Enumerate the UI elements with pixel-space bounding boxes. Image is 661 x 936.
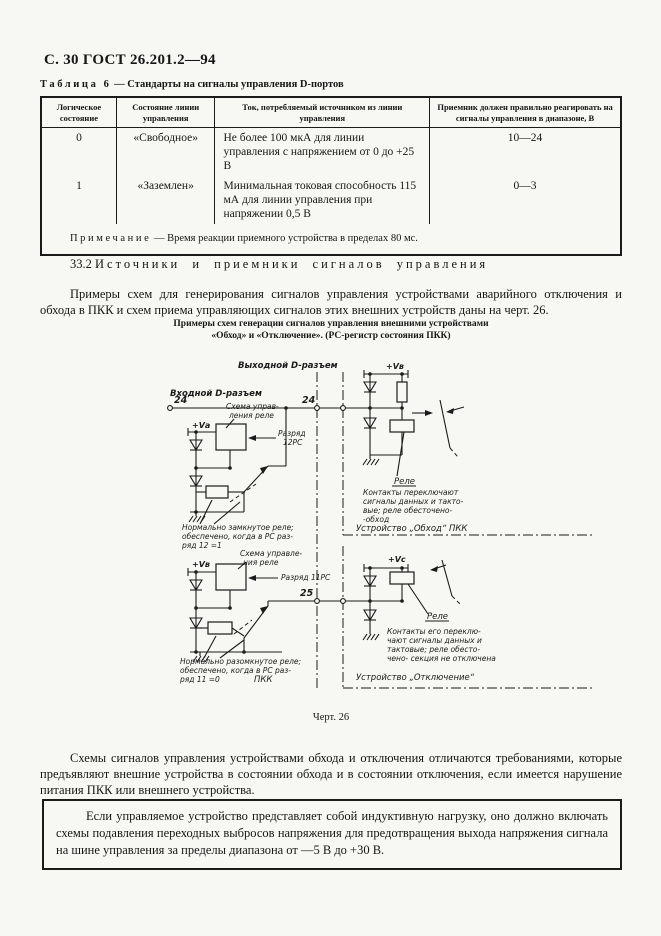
label-relay-2: Реле: [427, 612, 448, 622]
label-bit12-line2: 12РС: [283, 438, 303, 447]
table-note: Примечание — Время реакции приемного уст…: [41, 224, 621, 255]
label-no-relay-line3: ряд 11 =0: [179, 675, 220, 684]
table-cell: 1: [40, 176, 117, 225]
label-nc-relay-line1: Нормально замкнутое реле;: [182, 523, 294, 532]
ground-icon: [362, 454, 380, 466]
bit11-arrow: [248, 575, 256, 581]
label-pkk: ПКК: [254, 675, 273, 685]
relay-coil-4: [389, 571, 415, 585]
table-header-cell: Приемник должен правильно реагировать на…: [429, 97, 622, 129]
table-cell: 0: [40, 127, 117, 177]
section-title: Источники и приемники сигналов управлени…: [95, 257, 489, 271]
pin-24-label-left: 24: [174, 395, 188, 406]
table-caption: Таблица 6 — Стандарты на сигналы управле…: [40, 79, 344, 90]
section-number: 33.2: [70, 257, 92, 271]
label-ctrl2-line2: ния реле: [243, 558, 279, 567]
label-va: +Vа: [192, 421, 210, 430]
circuit-diagram: Выходной D-разъем Входной D-разъем 24 24…: [167, 361, 592, 689]
table-row: 0 «Свободное» Не более 100 мкА для линии…: [40, 127, 622, 177]
label-bit11: Разряд 11РС: [281, 573, 331, 582]
page-header: С. 30 ГОСТ 26.201.2—94: [44, 52, 216, 68]
label-relay-1: Реле: [394, 477, 415, 487]
label-bit12-line1: Разряд: [278, 429, 306, 438]
label-output-connector: Выходной D-разъем: [238, 361, 338, 371]
label-contacts1-line4: -обход: [363, 515, 389, 524]
body-paragraph: Схемы сигналов управления устройствами о…: [40, 750, 622, 798]
table-cell: 10—24: [429, 127, 622, 177]
relay-coil-2: [389, 419, 415, 433]
warning-box: Если управляемое устройство представляет…: [42, 799, 622, 870]
table-header-cell: Логическое состояние: [40, 97, 117, 129]
relay-control-box-2: [215, 563, 247, 591]
note-label: Примечание: [70, 233, 152, 245]
table-note-row: Примечание — Время реакции приемного уст…: [41, 224, 621, 255]
changeover-contact-2: [441, 559, 453, 597]
section-heading: 33.2 Источники и приемники сигналов упра…: [40, 257, 622, 272]
contact-arrow: [430, 566, 438, 572]
resistor-1: [396, 381, 408, 403]
figure-title-line1: Примеры схем генерации сигналов управлен…: [173, 319, 489, 329]
table-caption-text: — Стандарты на сигналы управления D-порт…: [114, 79, 344, 90]
label-vb2: +Vв: [192, 560, 210, 569]
ground-icon: [362, 629, 380, 641]
label-input-connector: Входной D-разъем: [170, 389, 262, 399]
ground-icon: [188, 511, 206, 523]
warning-text: Если управляемое устройство представляет…: [56, 809, 608, 857]
label-no-relay-line2: обеспечено, когда в РС раз-: [180, 666, 291, 675]
label-contacts2-line2: чают сигналы данных и: [387, 636, 482, 645]
contact-arrow: [425, 410, 433, 416]
label-vc: +Vс: [388, 555, 406, 564]
relay-coil-1: [205, 485, 229, 499]
label-contacts2-line1: Контакты его переклю-: [387, 627, 481, 636]
label-vb1: +Vв: [386, 362, 404, 371]
label-no-relay-line1: Нормально разомкнутое реле;: [180, 657, 301, 666]
label-contacts2-line4: чено- секция не отключена: [387, 654, 496, 663]
table-header-cell: Состояние линии управления: [115, 97, 216, 129]
label-ctrl1-line2: ления реле: [228, 411, 274, 420]
label-ctrl2-line1: Схема управле-: [240, 549, 302, 558]
figure-caption: Черт. 26: [312, 712, 350, 723]
label-contacts1-line1: Контакты переключают: [363, 488, 459, 497]
label-contacts2-line3: тактовые; реле обесто-: [387, 645, 480, 654]
label-nc-relay-line2: обеспечено, когда в РС раз-: [182, 532, 293, 541]
label-contacts1-line3: вые; реле обесточено-: [363, 506, 452, 515]
figure-title-line2: «Обход» и «Отключение». (РС-регистр сост…: [211, 331, 451, 341]
table-caption-label: Таблица 6: [40, 79, 112, 90]
bit12-arrow: [248, 435, 256, 441]
relay-control-box-1: [215, 423, 247, 451]
table-header-row: Логическое состояние Состояние линии упр…: [40, 97, 622, 129]
table-header-cell: Ток, потребляемый источником из линии уп…: [214, 97, 431, 129]
table-cell: 0—3: [429, 176, 622, 225]
section-intro-paragraph: Примеры схем для генерирования сигналов …: [40, 286, 622, 317]
label-contacts1-line2: сигналы данных и такто-: [363, 497, 464, 506]
changeover-contact-1: [439, 399, 451, 449]
pin-25-label: 25: [300, 588, 314, 599]
label-nc-relay-line3: ряд 12 =1: [181, 541, 222, 550]
label-ctrl1-line1: Схема управ-: [226, 402, 279, 411]
note-text: — Время реакции приемного устройства в п…: [153, 233, 418, 245]
table-cell: «Заземлен»: [115, 176, 216, 225]
table-cell: Не более 100 мкА для линии управления с …: [214, 127, 431, 177]
table-row: 1 «Заземлен» Минимальная токовая способн…: [40, 176, 622, 225]
relay-coil-3: [207, 621, 233, 635]
label-device-disconnect: Устройство „Отключение“: [356, 673, 475, 683]
label-device-bypass: Устройство „Обход“ ПКК: [356, 524, 468, 534]
signal-standards-table: Логическое состояние Состояние линии упр…: [40, 96, 622, 257]
table-cell: «Свободное»: [115, 127, 216, 177]
table-cell: Минимальная токовая способность 115 мА д…: [214, 176, 431, 225]
pin-24-label-connector: 24: [302, 395, 316, 406]
